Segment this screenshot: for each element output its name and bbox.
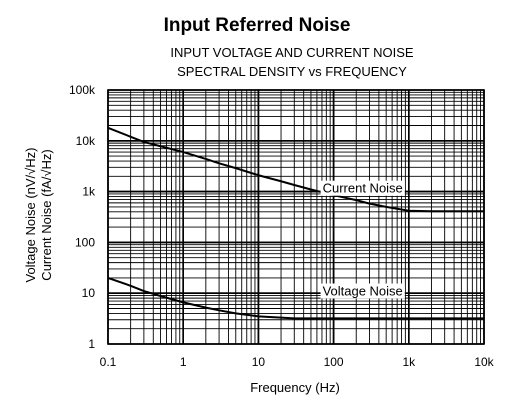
series-label-group: Current Noise xyxy=(320,180,405,196)
chart-title: Input Referred Noise xyxy=(164,15,351,36)
y-tick-label: 100 xyxy=(75,235,95,249)
x-tick-label: 0.1 xyxy=(100,355,117,369)
series-line-voltage-noise xyxy=(107,276,484,320)
series-label: Current Noise xyxy=(323,181,403,196)
series-label-group: Voltage Noise xyxy=(320,283,405,299)
chart-subtitle-line-2: SPECTRAL DENSITY vs FREQUENCY xyxy=(177,64,407,79)
plot-grid xyxy=(107,89,485,345)
y-tick-label: 1 xyxy=(88,337,95,351)
series-line-current-noise xyxy=(107,126,484,213)
y-tick-label: 10 xyxy=(82,286,96,300)
x-axis-label: Frequency (Hz) xyxy=(250,380,340,395)
series-label: Voltage Noise xyxy=(323,284,403,299)
x-tick-label: 10k xyxy=(474,355,494,369)
series-label-bg xyxy=(320,283,405,299)
x-tick-label: 10 xyxy=(252,355,266,369)
y-tick-label: 10k xyxy=(76,134,96,148)
y-tick-label: 100k xyxy=(69,83,96,97)
series-curves xyxy=(107,126,484,320)
tick-labels: 0.1 1 10 100 1k 10k 1 10 100 1k 10k 100k xyxy=(69,83,495,369)
y-axis-label-current: Current Noise (fA/√Hz) xyxy=(39,149,54,280)
y-axis-label-voltage: Voltage Noise (nV/√Hz) xyxy=(23,147,38,282)
plot-frame xyxy=(107,89,485,345)
series-label-bg xyxy=(320,180,405,196)
x-tick-label: 100 xyxy=(324,355,344,369)
y-tick-label: 1k xyxy=(82,185,96,199)
x-tick-label: 1k xyxy=(402,355,416,369)
x-tick-label: 1 xyxy=(180,355,187,369)
chart-subtitle-line-1: INPUT VOLTAGE AND CURRENT NOISE xyxy=(170,45,414,60)
